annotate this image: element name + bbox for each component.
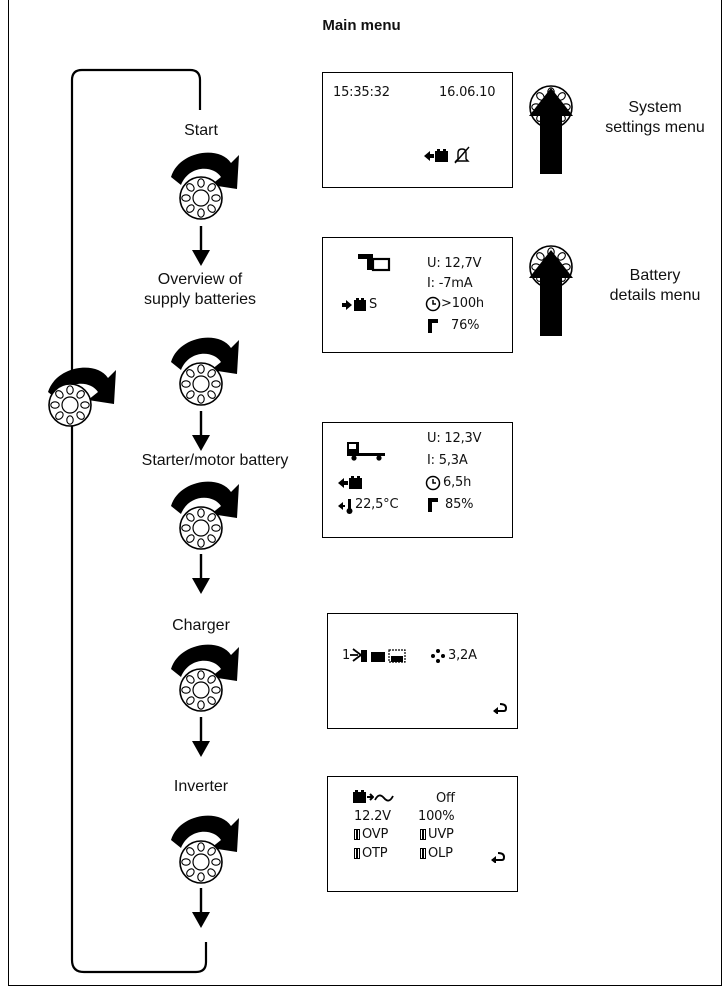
flag-box-icon [354, 829, 360, 840]
battery-icon [338, 476, 362, 489]
lcd-charger-screen: 1 3,2A [327, 613, 518, 729]
battery-icon [353, 790, 374, 803]
clock-icon [425, 475, 441, 491]
lcd-flag-uvp: UVP [428, 827, 454, 842]
lcd-date: 16.06.10 [439, 85, 496, 100]
thermometer-icon [338, 499, 353, 514]
bell-off-icon [454, 146, 470, 164]
lcd-current: I: 5,3A [427, 453, 468, 468]
system-settings-line2: settings menu [605, 119, 705, 136]
diagram-frame [8, 0, 722, 986]
truck-icon [347, 442, 385, 461]
step-label-start: Start [184, 122, 218, 139]
return-icon [491, 852, 506, 863]
step-label-charger: Charger [172, 617, 230, 634]
lcd-flag-olp: OLP [428, 846, 453, 861]
lcd-temperature: 22,5°C [355, 497, 399, 512]
lcd-charger-prefix: 1 [342, 648, 351, 663]
lcd-current: I: -7mA [427, 276, 473, 291]
plug-icon [358, 254, 391, 272]
lcd-supply-screen: U: 12,7V I: -7mA S >100h 76% [322, 237, 513, 353]
lcd-inverter-voltage: 12.2V [354, 809, 391, 824]
lcd-charge: 85% [445, 497, 474, 512]
down-arrow-icon [190, 886, 212, 930]
lcd-starter-screen: U: 12,3V I: 5,3A 6,5h 22,5°C 85% [322, 422, 513, 538]
battery-icon [342, 298, 366, 311]
lcd-flag-ovp: OVP [362, 827, 389, 842]
clock-icon [425, 296, 441, 312]
step-label-inverter: Inverter [173, 778, 229, 795]
lcd-time-remaining: 6,5h [443, 475, 472, 490]
rotary-knob-icon[interactable] [48, 383, 92, 427]
return-icon [493, 703, 508, 714]
down-arrow-icon [190, 552, 212, 596]
lcd-inverter-state: Off [436, 791, 455, 806]
rotary-knob-icon[interactable] [179, 506, 223, 550]
step-label-overview-line2: supply batteries [143, 291, 257, 308]
rotary-knob-icon[interactable] [179, 840, 223, 884]
lcd-start-screen: 15:35:32 16.06.10 [322, 72, 513, 188]
down-arrow-icon [190, 224, 212, 268]
lcd-inverter-screen: Off 12.2V 100% OVP UVP OTP OLP [327, 776, 518, 892]
page-title: Main menu [322, 17, 401, 34]
fan-icon [431, 649, 445, 663]
lcd-inverter-level: 100% [418, 809, 455, 824]
battery-details-line1: Battery [629, 267, 681, 284]
step-label-overview-line1: Overview of [157, 271, 243, 288]
lcd-time-remaining: >100h [441, 296, 484, 311]
battery-details-line2: details menu [609, 287, 701, 304]
flag-box-icon [354, 848, 360, 859]
fuel-gauge-icon [428, 498, 438, 512]
battery-details-menu-label: Battery details menu [595, 266, 715, 306]
down-arrow-icon [190, 715, 212, 759]
battery-icon [424, 149, 448, 162]
step-label-starter: Starter/motor battery [141, 452, 289, 469]
system-settings-line1: System [628, 99, 682, 116]
rotary-knob-icon[interactable] [179, 176, 223, 220]
lcd-bank-label: S [369, 297, 378, 312]
plug-icon [350, 648, 406, 663]
sine-wave-icon [374, 794, 394, 802]
lcd-flag-otp: OTP [362, 846, 388, 861]
down-arrow-icon [190, 409, 212, 453]
step-label-overview: Overview of supply batteries [120, 270, 280, 310]
rotary-knob-icon[interactable] [179, 668, 223, 712]
loop-bracket [70, 68, 208, 974]
fuel-gauge-icon [428, 319, 438, 333]
rotary-knob-icon[interactable] [179, 362, 223, 406]
lcd-charge: 76% [451, 318, 480, 333]
lcd-voltage: U: 12,7V [427, 256, 482, 271]
system-settings-menu-label: System settings menu [595, 98, 715, 138]
lcd-voltage: U: 12,3V [427, 431, 482, 446]
lcd-charger-current: 3,2A [448, 648, 477, 663]
lcd-time: 15:35:32 [333, 85, 390, 100]
flag-box-icon [420, 829, 426, 840]
flag-box-icon [420, 848, 426, 859]
